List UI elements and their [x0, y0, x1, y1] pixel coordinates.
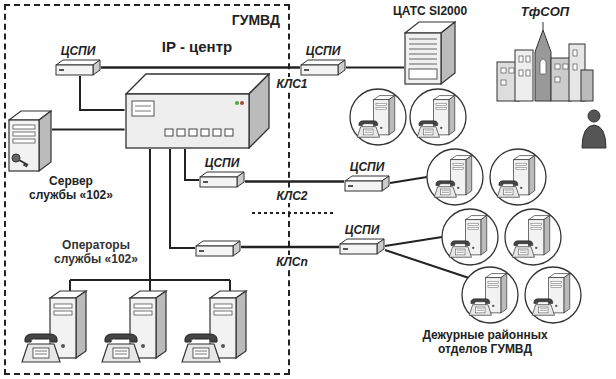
transmission-device: ЦСПИ — [344, 160, 390, 192]
server-icon — [8, 110, 52, 172]
transmission-device-icon — [55, 59, 101, 76]
telephone-exchange-icon — [404, 21, 456, 85]
node-label: ЦАТС SI2000 — [393, 4, 467, 18]
node-label: ЦСПИ — [306, 44, 341, 58]
cable-label: КЛС2 — [275, 189, 310, 203]
transmission-device-icon — [344, 175, 390, 192]
district-workstation — [512, 216, 550, 258]
public-network: ТфСОП — [495, 4, 595, 102]
node-label: ЦСПИ — [61, 44, 96, 58]
district-workstation — [417, 96, 455, 138]
router-wire — [170, 149, 195, 248]
operator-workstation — [22, 291, 86, 362]
group-label: Операторы службы «102» — [50, 238, 142, 266]
district-workstation — [469, 274, 507, 316]
district-circles — [350, 89, 581, 323]
district-workstation — [434, 156, 472, 198]
node-label: IP - центр — [162, 38, 232, 55]
node-label: Сервер службы «102» — [26, 174, 116, 202]
connector — [101, 66, 300, 69]
district-workstation — [449, 216, 487, 258]
district-workstation — [357, 96, 395, 138]
connector — [52, 129, 125, 131]
district-workstation — [532, 274, 570, 316]
server: Сервер службы «102» — [8, 110, 116, 202]
transmission-device: ЦСПИ — [300, 44, 346, 76]
public-network-icon — [495, 22, 595, 102]
node-label: ЦСПИ — [345, 223, 380, 237]
cable-line — [241, 246, 339, 249]
node-label: ТфСОП — [521, 4, 569, 19]
ip-router-icon — [125, 73, 270, 149]
group-label: Дежурные районных отделов ГУМВД — [420, 328, 550, 356]
transmission-device-icon — [199, 171, 245, 188]
dotted-line — [252, 211, 336, 214]
connector — [346, 67, 404, 69]
connector — [185, 149, 199, 180]
district-workstation — [497, 156, 535, 198]
operator-workstations — [70, 149, 230, 291]
node-label: ЦСПИ — [350, 160, 385, 174]
ip-router: IP - центр — [125, 38, 270, 149]
transmission-device: ЦСПИ — [339, 223, 385, 255]
operator-workstation — [102, 291, 166, 362]
transmission-device — [196, 241, 240, 256]
operator-wires — [70, 149, 230, 291]
node-label: ГУМВД — [232, 12, 280, 28]
transmission-device-icon — [300, 59, 346, 76]
region-boundary: ГУМВД ЦСПИ IP - центрСервер службы «102» ЦС… — [4, 4, 290, 375]
cable-label: КЛС1 — [275, 77, 310, 91]
cable-label: КЛСn — [274, 255, 310, 269]
node-label: ЦСПИ — [205, 156, 240, 170]
connector — [245, 180, 344, 183]
person-icon — [582, 110, 606, 148]
operator-workstation — [182, 291, 246, 362]
telephone-exchange: ЦАТС SI2000 — [393, 4, 467, 85]
transmission-device: ЦСПИ — [55, 44, 101, 76]
transmission-device-icon — [339, 238, 385, 255]
connector — [80, 76, 125, 110]
transmission-device: ЦСПИ — [199, 156, 245, 188]
